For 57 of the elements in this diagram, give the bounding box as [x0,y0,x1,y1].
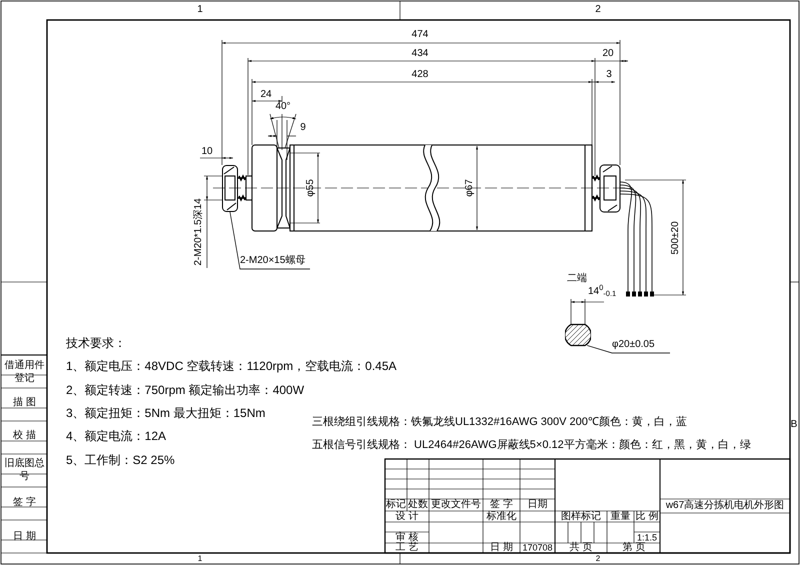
side-panel-text: 校 描 [12,430,37,442]
title-block-text: 审 核 [396,532,418,542]
leader-line [230,212,310,270]
title-block-text: 比 例 [636,512,658,522]
title-block-text: 共 页 [570,543,592,553]
wire-spec-note: 三根绕组引线规格：铁氟龙线UL1332#16AWG 300V 200℃颜色：黄，白，蓝 [312,417,687,428]
callout-label: 2-M20×15螺母 [240,256,310,269]
title-block-text: 标记 [386,500,406,510]
dimension-label: φ55 [306,179,316,197]
requirement-text: 5、工作制：S2 25% [66,454,175,466]
hex-nut [222,165,238,212]
dimension-label: 9 [300,123,306,133]
callout-label: φ20±0.05 [612,340,670,353]
title-block-text: 标准化 [486,512,516,522]
dimension-label: 428 [412,70,428,80]
dimension-label: φ67 [465,179,475,197]
requirement-text: 4、额定电流：12A [66,430,166,442]
dimension-label: 24 [260,90,272,100]
title-block-text: 签 字 [490,500,513,510]
drawing-title: w67高速分拣机电机外形图 [666,501,784,511]
title-block-text: 日期 [528,500,548,510]
title-block-text: 170708 [522,544,553,552]
title-block-text: 日 期 [490,543,513,553]
title-block-text: 处数 [408,500,428,510]
zone-marker: 1 [197,5,203,15]
zone-marker: 1 [198,555,202,563]
dimension-label: 474 [412,30,428,40]
dimension-label: 3 [606,70,612,80]
zone-marker: B [790,420,798,430]
title-block-text: 第 页 [622,543,646,553]
zone-marker: 2 [596,555,600,563]
requirements-heading: 技术要求： [66,337,126,349]
zone-marker: 2 [595,5,601,15]
title-block-text: 设 计 [396,512,418,522]
requirement-text: 1、额定电压：48VDC 空载转速：1120rpm，空载电流：0.45A [66,360,397,372]
dimension-label: 20 [602,49,614,59]
title-block-text: 工 艺 [396,543,418,553]
shaft-section [565,322,591,348]
side-panel-text: 日 期 [12,531,37,544]
title-block-text: 1:1.5 [636,533,658,542]
thread-note: 2-M20*1.5深14 [194,198,204,266]
side-panel-text: 旧底图总号 [4,458,46,483]
side-panel-text: 签 字 [12,497,37,510]
title-block-text: 重量 [610,512,630,522]
dimension-label: 500±20 [671,221,681,255]
leader-line [586,345,670,354]
dimension-label: 10 [201,147,213,157]
wire-spec-note: 五根信号引线规格： UL2464#26AWG屏蔽线5×0.12平方毫米：颜色：红，黑，黄，白，绿 [312,440,751,451]
requirement-text: 3、额定扭矩：5Nm 最大扭矩：15Nm [66,407,266,419]
title-block-text: 更改文件号 [431,500,481,510]
dimension-label: 40° [275,102,291,112]
title-block-text: 图样标记 [561,512,601,522]
side-panel-text: 描 图 [12,397,37,410]
dimension-label: 434 [412,49,428,59]
side-panel-text: 借通用件登记 [4,360,46,385]
view-label: 二端 [567,274,587,284]
requirement-text: 2、额定转速：750rpm 额定输出功率：400W [66,384,304,396]
